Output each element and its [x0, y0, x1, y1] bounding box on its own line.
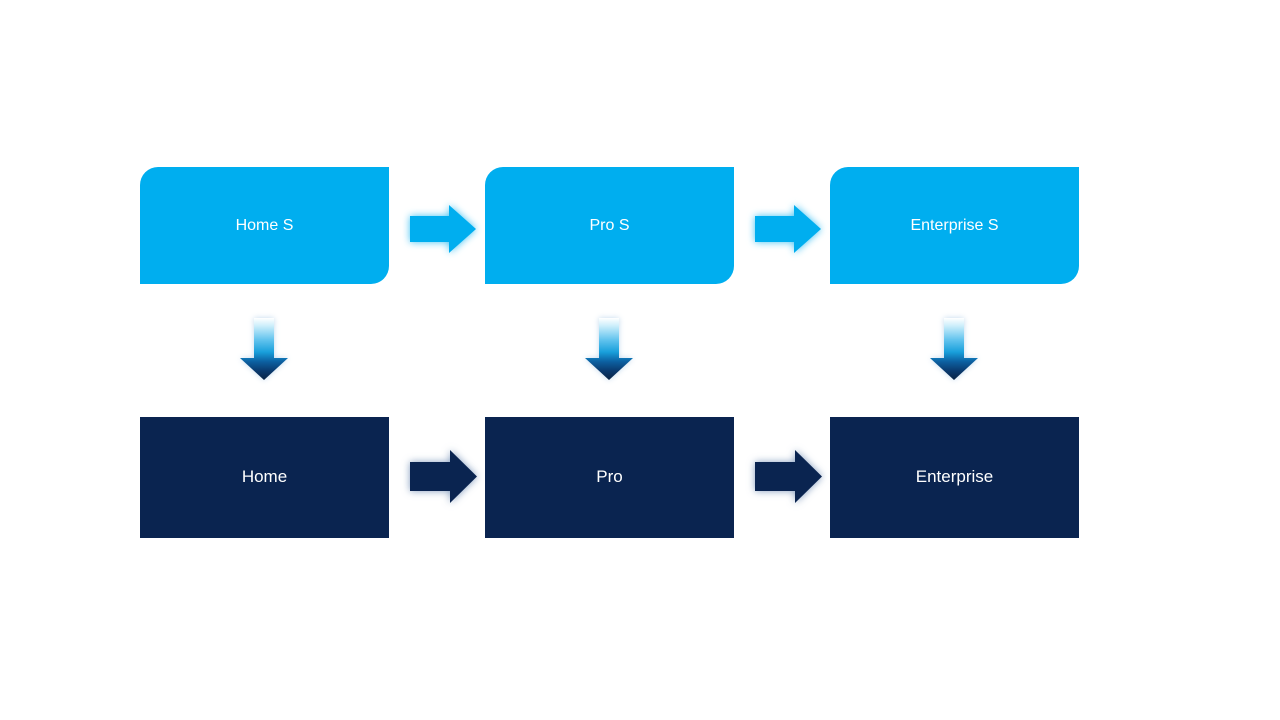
arrow-down-icon	[240, 318, 288, 380]
arrow-right-icon	[410, 205, 476, 253]
box-home: Home	[140, 417, 389, 538]
box-enterprise-s-label: Enterprise S	[910, 216, 999, 234]
box-pro: Pro	[485, 417, 734, 538]
box-pro-s-label: Pro S	[589, 216, 630, 234]
box-enterprise-s: Enterprise S	[830, 167, 1079, 284]
arrow-down-icon	[930, 318, 978, 380]
box-pro-s: Pro S	[485, 167, 734, 284]
box-enterprise-label: Enterprise	[915, 467, 994, 487]
arrow-right-icon	[755, 450, 822, 503]
arrow-right-icon	[755, 205, 821, 253]
box-home-s-label: Home S	[235, 216, 294, 234]
arrow-right-icon	[410, 450, 477, 503]
box-pro-label: Pro	[596, 467, 623, 487]
arrow-down-icon	[585, 318, 633, 380]
box-enterprise: Enterprise	[830, 417, 1079, 538]
box-home-s: Home S	[140, 167, 389, 284]
box-home-label: Home	[241, 467, 288, 487]
